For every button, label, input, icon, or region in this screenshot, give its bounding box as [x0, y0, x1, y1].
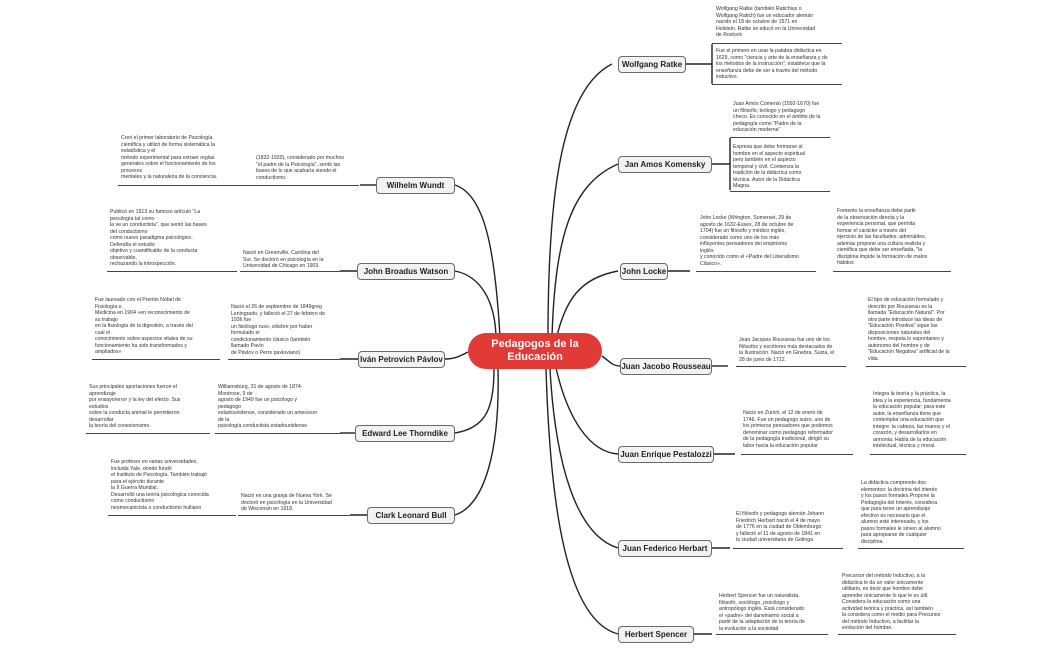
connector-wundt — [454, 184, 501, 338]
connector-rousseau — [601, 355, 621, 367]
rule-watson-2 — [240, 271, 340, 272]
node-juan-enrique-pestalozzi[interactable]: Juan Enrique Pestalozzi — [618, 446, 714, 463]
note-thorndike-contribution: Sus principales aportaciones fueron el a… — [89, 384, 181, 429]
note-pavlov-contribution: Fue laureado con el Premio Nobel de Fisi… — [95, 297, 193, 355]
rule-rousseau-2 — [866, 366, 966, 367]
note-pavlov-bio: Nació el 26 de septiembre de 1849greg Le… — [231, 304, 326, 356]
note-watson-contribution: Publicó en 1913 su famoso artículo "La p… — [110, 209, 207, 267]
rule-locke-1 — [696, 271, 816, 272]
note-pestalozzi-bio: Nacio en Zurich, el 12 de enero de 1746.… — [743, 410, 833, 449]
connector-pavlov — [444, 351, 469, 360]
note-herbart-contribution: La didáctica comprende dos elementos: la… — [861, 480, 941, 545]
note-rousseau-bio: Jean Jacques Rousseau fue uno de los fil… — [739, 337, 835, 363]
node-edward-lee-thorndike[interactable]: Edward Lee Thorndike — [355, 425, 455, 442]
node-jan-amos-komensky[interactable]: Jan Amos Komensky — [618, 156, 712, 173]
node-wilhelm-wundt[interactable]: Wilhelm Wundt — [376, 177, 455, 194]
rule-komensky-2 — [730, 191, 830, 192]
connector-herbart — [549, 368, 619, 549]
rule-pavlov-1 — [92, 359, 220, 360]
connector-locke — [555, 270, 619, 341]
rule-watson-1 — [107, 271, 237, 272]
note-herbart-bio: El filósofo y pedagogo alemán Johann Fri… — [736, 511, 824, 543]
node-john-locke[interactable]: John Locke — [620, 263, 668, 280]
note-wundt-bio: (1832-1920), considerado por muchos "el … — [256, 155, 344, 181]
node-juan-jacobo-rousseau[interactable]: Juan Jacobo Rousseau — [620, 358, 712, 375]
node-wolfgang-ratke[interactable]: Wolfgang Ratke — [618, 56, 686, 73]
rule-hull-1 — [108, 515, 236, 516]
rule-locke-2 — [833, 271, 951, 272]
node-john-broadus-watson[interactable]: John Broadus Watson — [357, 263, 455, 280]
rule-komensky-1 — [730, 137, 830, 138]
rule-ratke-1 — [712, 43, 842, 44]
connector-ratke — [547, 63, 613, 338]
note-thorndike-bio: Williamsburg, 31 de agosto de 1874- Mont… — [218, 384, 318, 429]
node-clark-leonard-bull[interactable]: Clark Leonard Bull — [367, 507, 455, 524]
note-hull-bio: Nació en una granja de Nueva York. Se do… — [241, 493, 332, 512]
connector-spencer — [545, 368, 619, 635]
note-komensky-bio: Juan Amós Comenio (1592-1670) fue un fil… — [733, 101, 821, 133]
rule-ratke-2 — [712, 84, 842, 85]
rule-pestalozzi-1 — [741, 454, 853, 455]
connector-pestalozzi — [555, 367, 619, 455]
rule-wundt-1 — [118, 185, 260, 186]
central-topic[interactable]: Pedagogos de la Educación — [468, 333, 602, 369]
connector-hull — [454, 368, 499, 516]
note-rousseau-contribution: El tipo de educación formulado y descrit… — [868, 297, 950, 362]
rule-herbart-2 — [858, 548, 964, 549]
node-juan-federico-herbart[interactable]: Juan Federico Herbart — [618, 540, 712, 557]
rule-pestalozzi-2 — [870, 454, 966, 455]
note-spencer-contribution: Precursor del método Inductivo, a la did… — [842, 573, 941, 631]
node-ivan-petrovich-pavlov[interactable]: Iván Petrovich Pávlov — [358, 351, 445, 368]
connector-komensky — [551, 163, 619, 338]
rule-hull-2 — [238, 515, 350, 516]
note-watson-bio: Nació en Greenville, Carolina del Sur. S… — [243, 250, 324, 269]
rule-rousseau-1 — [736, 366, 846, 367]
note-ratke-contribution: Fue el primero en usar la palabra didáct… — [716, 48, 828, 80]
note-pestalozzi-contribution: Integra la teoría y la práctica, la idea… — [873, 391, 951, 449]
node-herbert-spencer[interactable]: Herbert Spencer — [618, 626, 694, 643]
rule-spencer-2 — [838, 634, 956, 635]
note-hull-contribution: Fue profesor en varias universidades, in… — [111, 459, 209, 511]
rule-herbart-1 — [733, 548, 843, 549]
rule-wundt-2 — [253, 185, 359, 186]
rule-spencer-1 — [716, 634, 828, 635]
note-komensky-contribution: Expresa que debe formarse al hombre en e… — [733, 144, 806, 189]
note-locke-contribution: Fomento la enseñanza debe partir de la o… — [837, 208, 928, 266]
note-spencer-bio: Herbert Spencer fue un naturalista, filó… — [719, 593, 805, 632]
rule-thorndike-2 — [215, 433, 341, 434]
note-ratke-bio: Wolfgang Ratke (también Ratichius o Wolf… — [716, 6, 816, 38]
note-locke-bio: John Locke (Wrington, Somerset, 29 de ag… — [700, 215, 799, 267]
note-wundt-contribution: Creó el primer laboratorio de Psicología… — [121, 135, 218, 180]
connector-thorndike — [454, 368, 495, 434]
rule-pavlov-2 — [228, 359, 340, 360]
connector-watson — [454, 270, 497, 338]
rule-thorndike-1 — [86, 433, 210, 434]
